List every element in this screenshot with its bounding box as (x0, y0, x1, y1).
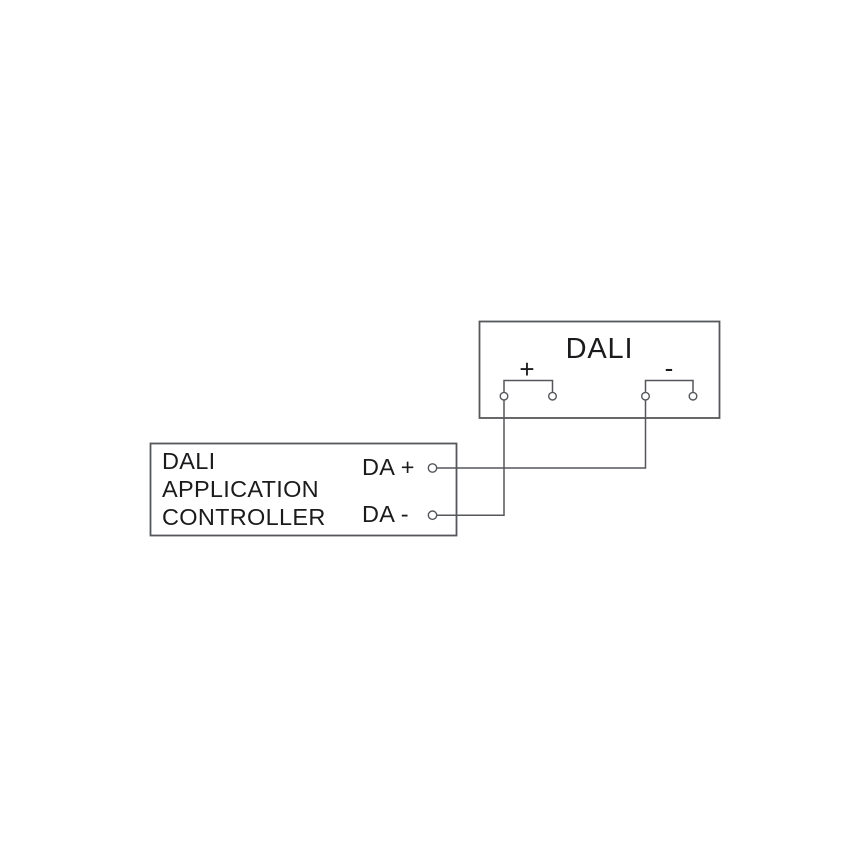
controller-title: DALI APPLICATION CONTROLLER (162, 447, 326, 532)
bus-wire-da-minus (436, 400, 505, 516)
plus-terminal-right-circle (548, 391, 558, 401)
controller-title-line-2: APPLICATION (162, 476, 319, 503)
da-plus-label: DA + (362, 454, 415, 480)
da-minus-label: DA - (362, 500, 409, 527)
device-title: DALI (565, 333, 634, 365)
application-controller-box (149, 442, 458, 537)
minus-terminal-left-circle (641, 391, 651, 401)
da-plus-terminal-circle (427, 463, 438, 473)
dali-device-box (478, 320, 721, 419)
da-minus-terminal-circle (427, 510, 438, 521)
minus-terminal-label: - (664, 353, 674, 383)
controller-title-line-1: DALI (162, 448, 216, 474)
plus-terminal-left-circle (499, 391, 509, 401)
bus-wire-da-plus (437, 400, 647, 469)
plus-terminal-label: + (519, 353, 535, 384)
minus-terminal-bracket (644, 379, 694, 393)
minus-terminal-right-circle (688, 391, 698, 401)
plus-terminal-bracket (503, 379, 554, 393)
controller-title-line-3: CONTROLLER (162, 504, 326, 531)
